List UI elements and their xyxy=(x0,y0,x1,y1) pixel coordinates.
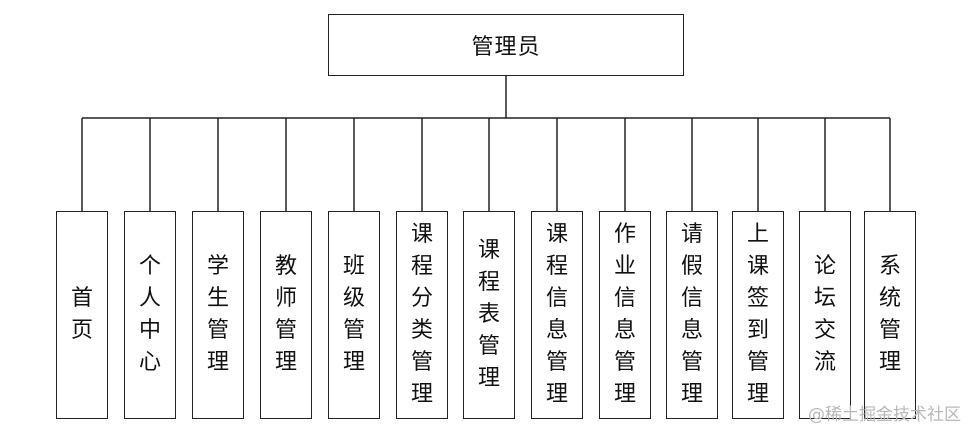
child-node-7: 课程表管理 xyxy=(463,211,515,419)
child-node-6: 课程分类管理 xyxy=(396,211,448,419)
root-node-label: 管理员 xyxy=(471,35,541,60)
child-node-10: 请假信息管理 xyxy=(666,211,718,419)
child-node-2: 个人中心 xyxy=(124,211,176,419)
child-node-1: 首页 xyxy=(56,211,108,419)
child-node-12: 论坛交流 xyxy=(799,211,851,419)
child-node-label: 个人中心 xyxy=(138,254,161,375)
child-node-label: 系统管理 xyxy=(878,254,901,375)
child-node-11: 上课签到管理 xyxy=(732,211,784,419)
child-node-5: 班级管理 xyxy=(328,211,380,419)
child-node-label: 上课签到管理 xyxy=(746,222,769,407)
watermark: @稀土掘金技术社区 xyxy=(808,405,961,425)
child-node-label: 课程表管理 xyxy=(477,238,500,391)
child-node-8: 课程信息管理 xyxy=(531,211,583,419)
child-node-label: 首页 xyxy=(70,286,93,343)
child-node-label: 论坛交流 xyxy=(813,254,836,375)
child-node-4: 教师管理 xyxy=(260,211,312,419)
child-node-label: 课程分类管理 xyxy=(410,222,433,407)
root-node-admin: 管理员 xyxy=(328,14,684,76)
child-node-label: 请假信息管理 xyxy=(680,222,703,407)
child-node-label: 教师管理 xyxy=(274,254,297,375)
child-node-13: 系统管理 xyxy=(864,211,916,419)
child-node-label: 班级管理 xyxy=(342,254,365,375)
child-node-label: 课程信息管理 xyxy=(545,222,568,407)
child-node-3: 学生管理 xyxy=(192,211,244,419)
child-node-label: 学生管理 xyxy=(206,254,229,375)
child-node-9: 作业信息管理 xyxy=(599,211,651,419)
child-node-label: 作业信息管理 xyxy=(613,222,636,407)
